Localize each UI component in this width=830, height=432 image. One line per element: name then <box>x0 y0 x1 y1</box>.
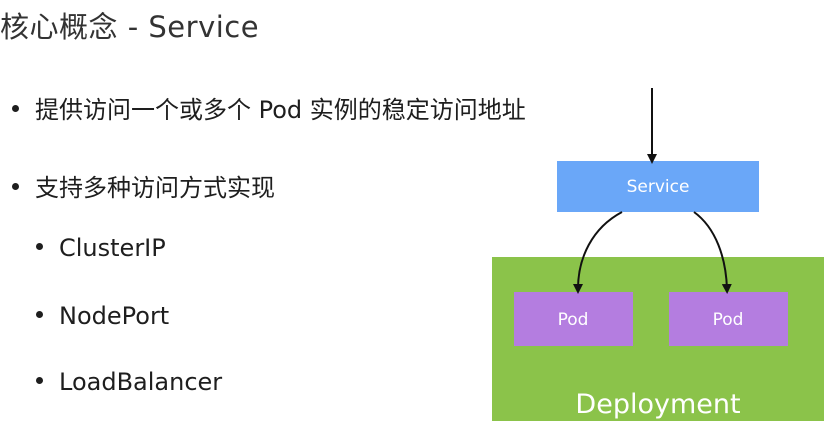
pod-label: Pod <box>713 310 744 330</box>
pod-box <box>514 292 633 346</box>
service-to-pod-arrow <box>573 211 623 294</box>
bullet-text: 支持多种访问方式实现 <box>35 174 275 202</box>
sub-bullet-text: LoadBalancer <box>59 368 223 396</box>
bullet-text: 提供访问一个或多个 Pod 实例的稳定访问地址 <box>35 96 526 124</box>
bullet-dot-icon <box>12 104 19 112</box>
pod-label: Pod <box>558 310 589 330</box>
bullet-dot-icon <box>12 182 19 190</box>
service-box <box>557 161 759 212</box>
sub-bullet-item: LoadBalancer <box>36 368 222 396</box>
service-label: Service <box>627 177 690 197</box>
sub-bullet-item: ClusterIP <box>36 234 166 262</box>
slide-title: 核心概念 - Service <box>0 10 260 44</box>
bullet-item: 提供访问一个或多个 Pod 实例的稳定访问地址 <box>12 90 526 125</box>
bullet-dot-icon <box>36 242 43 250</box>
sub-bullet-item: NodePort <box>36 302 169 330</box>
sub-bullet-text: NodePort <box>59 302 170 330</box>
pod-box <box>669 292 788 346</box>
service-to-pod-arrow <box>693 211 732 294</box>
sub-bullet-text: ClusterIP <box>59 234 166 262</box>
bullet-item: 支持多种访问方式实现 <box>12 168 275 203</box>
bullet-dot-icon <box>36 310 43 318</box>
bullet-dot-icon <box>36 376 43 384</box>
deployment-label: Deployment <box>575 389 740 420</box>
